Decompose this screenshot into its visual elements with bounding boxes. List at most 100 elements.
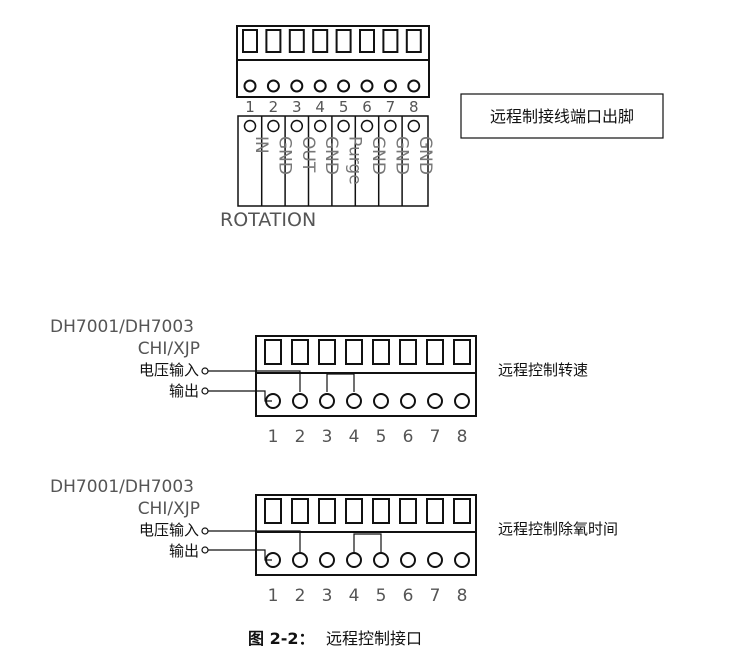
pin-number: 6 bbox=[403, 427, 414, 447]
output-wire bbox=[208, 549, 272, 561]
strip-pin-circle bbox=[384, 119, 397, 133]
pin-label: Purge bbox=[345, 136, 365, 185]
pin-number: 8 bbox=[457, 427, 468, 447]
strip-pin-circle bbox=[407, 119, 421, 133]
connector-slot bbox=[335, 29, 352, 53]
connector-slot bbox=[426, 498, 444, 524]
pin-label: GND bbox=[321, 136, 341, 175]
connector-hole bbox=[319, 552, 335, 568]
connector-slot bbox=[291, 339, 309, 365]
pin-number: 6 bbox=[403, 586, 414, 606]
pin-strip-dividers bbox=[260, 116, 403, 206]
pin-number: 3 bbox=[292, 98, 302, 116]
connector-hole bbox=[346, 552, 362, 568]
connector-slot bbox=[382, 29, 399, 53]
connector-hole bbox=[373, 393, 389, 409]
figure-caption: 图 2-2： 远程控制接口 bbox=[248, 629, 422, 648]
pin-label: IN bbox=[251, 136, 271, 154]
connector-slot bbox=[291, 498, 309, 524]
connector-hole bbox=[427, 393, 443, 409]
pin-label: GND bbox=[274, 136, 294, 175]
device-variant-label: CHI/XJP bbox=[138, 339, 200, 359]
connector-slot bbox=[359, 29, 375, 53]
pin-label: OUT bbox=[298, 136, 318, 173]
callout-text: 远程制接线端口出脚 bbox=[490, 107, 634, 126]
connector-holes bbox=[265, 552, 470, 568]
pin-number: 7 bbox=[386, 98, 396, 116]
strip-pin-circle bbox=[313, 119, 327, 133]
pin-number: 6 bbox=[362, 98, 372, 116]
pin-number: 2 bbox=[295, 427, 306, 447]
connector-hole bbox=[266, 79, 280, 93]
connector-slot bbox=[453, 498, 471, 524]
voltage-input-label: 电压输入 bbox=[139, 361, 199, 379]
connector-slot bbox=[265, 29, 282, 53]
pin-strip-circles bbox=[243, 119, 421, 133]
connector-slot bbox=[405, 29, 422, 53]
pin-label: GND bbox=[415, 136, 435, 175]
connector-hole bbox=[454, 393, 470, 409]
input-wire bbox=[208, 530, 301, 552]
connector-hole bbox=[290, 79, 304, 93]
pin-label: GND bbox=[368, 136, 388, 175]
connector-slot bbox=[345, 498, 363, 524]
connector-hole bbox=[454, 552, 470, 568]
connector-slot bbox=[312, 29, 329, 53]
diagram-title: 远程控制除氧时间 bbox=[498, 520, 618, 538]
connector-slot bbox=[372, 339, 390, 365]
output-label: 输出 bbox=[169, 542, 199, 560]
connector-hole bbox=[313, 79, 327, 93]
pin-number: 8 bbox=[457, 586, 468, 606]
connector-slot bbox=[318, 339, 336, 365]
top-connector-slots bbox=[242, 29, 422, 53]
pin-strip-frame bbox=[237, 115, 429, 207]
pin-label: GND bbox=[391, 136, 411, 175]
top-pin-strip bbox=[237, 115, 429, 207]
pin-number: 5 bbox=[376, 427, 387, 447]
connector-slot bbox=[345, 339, 363, 365]
wiring bbox=[201, 367, 355, 402]
connector-body bbox=[255, 494, 477, 576]
caption-label: 图 2-2： bbox=[248, 629, 314, 648]
connector-hole bbox=[292, 393, 308, 409]
pin-number: 3 bbox=[322, 427, 333, 447]
output-wire bbox=[208, 390, 272, 402]
pin-number: 5 bbox=[339, 98, 349, 116]
pin-number: 5 bbox=[376, 586, 387, 606]
connector-hole bbox=[319, 393, 335, 409]
output-terminal bbox=[201, 387, 209, 395]
connector-hole bbox=[337, 79, 351, 93]
connector-slot bbox=[372, 498, 390, 524]
input-terminal bbox=[201, 367, 209, 375]
device-model-label: DH7001/DH7003 bbox=[50, 317, 194, 337]
pin-number: 1 bbox=[268, 586, 279, 606]
top-connector-body bbox=[236, 25, 430, 98]
connector-slot bbox=[399, 339, 417, 365]
connector-slot bbox=[453, 339, 471, 365]
pin-number: 4 bbox=[349, 427, 360, 447]
pin-number: 7 bbox=[430, 586, 441, 606]
pin-number: 2 bbox=[269, 98, 279, 116]
connector-slot bbox=[318, 498, 336, 524]
pin-number: 4 bbox=[349, 586, 360, 606]
connector-hole bbox=[407, 79, 421, 93]
strip-pin-circle bbox=[360, 119, 374, 133]
output-terminal bbox=[201, 546, 209, 554]
connector-slot bbox=[288, 29, 305, 53]
pin-number: 2 bbox=[295, 586, 306, 606]
pin-number: 8 bbox=[409, 98, 419, 116]
connector-slots bbox=[264, 339, 471, 365]
strip-pin-circle bbox=[243, 119, 257, 133]
connector-hole bbox=[383, 79, 397, 93]
connector-slot bbox=[242, 29, 258, 53]
device-model-label: DH7001/DH7003 bbox=[50, 477, 194, 497]
caption-text: 远程控制接口 bbox=[326, 629, 422, 648]
connector-slot bbox=[426, 339, 444, 365]
rotation-label: ROTATION bbox=[220, 209, 316, 231]
connector-slot bbox=[399, 498, 417, 524]
